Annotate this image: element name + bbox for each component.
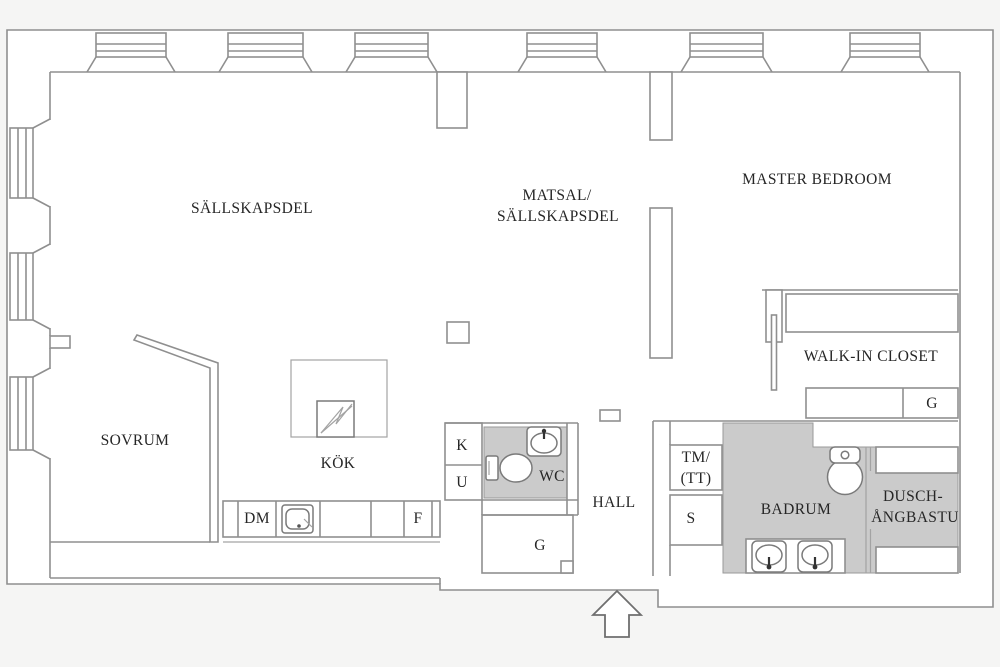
- appliance-label-tm-line2: (TT): [680, 470, 712, 487]
- sovrum-walls: [50, 334, 219, 543]
- toilet-icon: [826, 446, 864, 496]
- window-icon: [218, 32, 313, 73]
- cabinet-label-k: K: [456, 437, 468, 454]
- appliance-label-f: F: [413, 510, 423, 527]
- laundry-rooms: [669, 444, 723, 546]
- room-label-walk-in-closet: WALK-IN CLOSET: [803, 348, 939, 365]
- window-icon: [345, 32, 438, 73]
- sink-icon: [797, 540, 833, 573]
- window-icon: [517, 32, 607, 73]
- room-label-wc: WC: [539, 468, 565, 485]
- interior-walls: [436, 71, 958, 576]
- hall-closet: [481, 514, 574, 574]
- sauna-bench: [875, 546, 959, 574]
- window-icon: [9, 367, 51, 460]
- window-icon: [9, 118, 51, 208]
- room-label-dusch-line2: ÅNGBASTU: [871, 509, 959, 526]
- room-label-matsal-line2: SÄLLSKAPSDEL: [497, 208, 619, 225]
- window-bays-top: [86, 32, 930, 73]
- wardrobe-icon: [785, 293, 959, 333]
- window-icon: [680, 32, 773, 73]
- sink-icon: [751, 540, 787, 573]
- window-icon: [9, 243, 51, 330]
- kitchen-island: [290, 359, 388, 438]
- room-label-sallskapsdel: SÄLLSKAPSDEL: [191, 200, 313, 217]
- appliance-label-tm-line1: TM/: [681, 449, 711, 466]
- room-label-sovrum: SOVRUM: [100, 432, 170, 449]
- sliding-door-leaf-icon: [770, 314, 778, 391]
- closet-walls: [762, 289, 959, 419]
- bathroom-block: [722, 422, 959, 574]
- vanity-double-sink: [745, 538, 846, 574]
- kitchen-sink-icon: [281, 504, 314, 534]
- sink-icon: [526, 426, 562, 457]
- sauna-bench: [875, 446, 959, 474]
- room-label-master-bedroom: MASTER BEDROOM: [742, 171, 892, 188]
- closet-label-g-walkin: G: [926, 395, 938, 412]
- hall-right-wall: [652, 421, 671, 576]
- tm-room: [669, 444, 723, 491]
- room-label-kok: KÖK: [320, 455, 356, 472]
- closet-label-g-hall: G: [534, 537, 546, 554]
- window-bays-left: [9, 118, 51, 460]
- window-icon: [86, 32, 176, 73]
- room-label-matsal-line1: MATSAL/: [522, 187, 592, 204]
- room-label-hall: HALL: [592, 494, 636, 511]
- wall-stub: [599, 409, 621, 422]
- room-label-badrum: BADRUM: [760, 501, 832, 518]
- window-icon: [840, 32, 930, 73]
- wc-room: [444, 422, 579, 516]
- closet-label-s: S: [686, 510, 696, 527]
- entrance-arrow-icon: [590, 589, 644, 638]
- freestanding-wall: [649, 207, 673, 359]
- toilet-icon: [485, 453, 533, 483]
- kitchen-counter: [222, 500, 441, 543]
- appliance-label-dm: DM: [244, 510, 270, 527]
- s-room: [669, 494, 723, 546]
- partial-wall: [865, 447, 872, 573]
- room-label-dusch-line1: DUSCH-: [882, 488, 944, 505]
- wall-stub: [649, 71, 673, 141]
- stove-icon: [316, 400, 355, 438]
- cabinet-k-u: [444, 422, 483, 501]
- wall-stub: [436, 71, 468, 129]
- closet-cabinets: [805, 387, 959, 419]
- column: [446, 321, 470, 344]
- cabinet-label-u: U: [456, 474, 468, 491]
